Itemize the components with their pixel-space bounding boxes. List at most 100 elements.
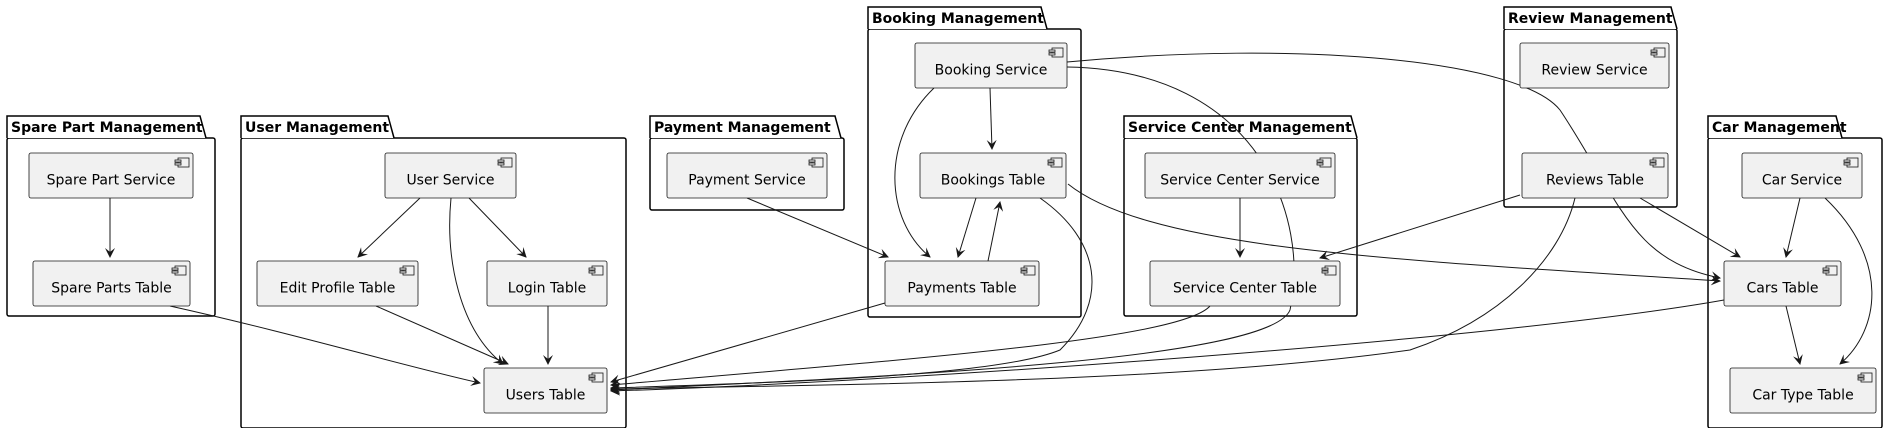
component-login-table[interactable]: Login Table — [486, 260, 608, 307]
component-label: Cars Table — [1746, 281, 1818, 297]
component-payment-service[interactable]: Payment Service — [666, 152, 828, 199]
component-box — [1149, 260, 1341, 307]
package-title: Payment Management — [654, 120, 831, 136]
component-label: Users Table — [506, 388, 586, 404]
component-cars-table[interactable]: Cars Table — [1723, 260, 1842, 307]
edges-layer — [105, 52, 1873, 396]
dependency-arrow-payments-table-to-bookings-table — [987, 201, 1004, 262]
component-label: Car Service — [1762, 173, 1842, 189]
component-bookings-table[interactable]: Bookings Table — [919, 152, 1067, 199]
component-icon — [174, 157, 190, 168]
dependency-arrow-reviews-table-to-cars-table — [1783, 197, 1801, 258]
component-icon — [1843, 157, 1859, 168]
component-icon — [588, 372, 604, 383]
dependency-arrow-spare-table-to-users-table — [169, 305, 481, 386]
component-label: Review Service — [1541, 63, 1647, 79]
dependency-arrow-bookings-table-to-users-table — [610, 197, 1093, 393]
component-box — [486, 260, 608, 307]
dependency-arrow-payment-service-to-payments-table — [746, 197, 889, 259]
component-payments-table[interactable]: Payments Table — [884, 260, 1040, 307]
package-tab — [1123, 115, 1358, 139]
component-label: Service Center Service — [1160, 173, 1320, 189]
package-tab — [649, 115, 842, 139]
dependency-arrow-sc-table-to-users-table — [610, 305, 1211, 390]
component-label: Payments Table — [907, 281, 1016, 297]
dependency-arrow-cars-table-to-car-type-table — [610, 299, 1725, 396]
component-review-service[interactable]: Review Service — [1519, 42, 1670, 89]
dependency-arrow-booking-service-to-bookings-table — [986, 87, 997, 150]
component-box — [1723, 260, 1842, 307]
component-icon — [171, 265, 187, 276]
dependency-arrow-user-service-to-edit-profile — [357, 197, 421, 258]
dependency-arrow-reviews-table-to-users-table — [1639, 197, 1741, 258]
component-reviews-table[interactable]: Reviews Table — [1521, 152, 1669, 199]
component-user-service[interactable]: User Service — [384, 152, 517, 199]
component-car-type-table[interactable]: Car Type Table — [1729, 367, 1877, 414]
package-title: Car Management — [1712, 120, 1847, 136]
package-tab — [240, 115, 395, 139]
component-icon — [1857, 372, 1873, 383]
package-user: User Management — [240, 115, 627, 428]
component-icon — [1316, 157, 1332, 168]
component-spare-service[interactable]: Spare Part Service — [28, 152, 194, 199]
component-edit-profile[interactable]: Edit Profile Table — [256, 260, 419, 307]
component-label: Spare Part Service — [47, 173, 176, 189]
dependency-arrow-booking-service-to-payments-table — [894, 87, 935, 258]
component-label: Car Type Table — [1752, 388, 1853, 404]
component-box — [28, 152, 194, 199]
dependency-arrow-user-service-to-login-table — [468, 197, 527, 258]
package-title: Spare Part Management — [11, 120, 203, 136]
package-title: Review Management — [1508, 11, 1673, 27]
dependency-arrow-bookings-table-to-cars-table — [1067, 183, 1721, 286]
dependency-arrow-bookings-table-to-payments-table — [955, 197, 977, 258]
component-box — [32, 260, 191, 307]
component-box — [1521, 152, 1669, 199]
component-label: User Service — [406, 173, 494, 189]
component-label: Edit Profile Table — [280, 281, 396, 297]
component-label: Booking Service — [935, 63, 1048, 79]
package-tab — [1503, 6, 1678, 30]
package-tab — [6, 115, 207, 139]
component-icon — [588, 265, 604, 276]
dependency-arrow-payments-table-to-users-table — [610, 302, 886, 385]
package-tab — [867, 6, 1048, 30]
component-box — [914, 42, 1068, 89]
component-sc-service[interactable]: Service Center Service — [1144, 152, 1336, 199]
component-icon — [1020, 265, 1036, 276]
component-icon — [497, 157, 513, 168]
component-box — [919, 152, 1067, 199]
component-icon — [808, 157, 824, 168]
component-box — [1729, 367, 1877, 414]
component-icon — [1047, 157, 1063, 168]
component-icon — [399, 265, 415, 276]
dependency-arrow-booking-service-to-cars-table — [1066, 52, 1721, 282]
component-label: Login Table — [508, 281, 586, 297]
component-icon — [1321, 265, 1337, 276]
component-icon — [1650, 47, 1666, 58]
component-box — [666, 152, 828, 199]
component-box — [384, 152, 517, 199]
component-icon — [1048, 47, 1064, 58]
component-label: Bookings Table — [941, 173, 1045, 189]
component-label: Payment Service — [688, 173, 805, 189]
component-label: Service Center Table — [1173, 281, 1317, 297]
component-sc-table[interactable]: Service Center Table — [1149, 260, 1341, 307]
component-users-table[interactable]: Users Table — [483, 367, 608, 414]
component-spare-table[interactable]: Spare Parts Table — [32, 260, 191, 307]
dependency-arrow-car-service-to-cars-table — [1824, 197, 1873, 365]
dependency-arrow-edit-profile-to-users-table — [375, 305, 509, 365]
component-box — [1144, 152, 1336, 199]
package-title: Booking Management — [872, 11, 1044, 27]
component-box — [256, 260, 419, 307]
dependency-arrow-review-service-to-reviews-table — [1319, 194, 1521, 261]
component-booking-service[interactable]: Booking Service — [914, 42, 1068, 89]
dependency-arrow-reviews-table-to-sc-table — [610, 197, 1576, 394]
component-box — [1741, 152, 1863, 199]
dependency-arrow-car-service-to-car-type-table — [1785, 305, 1803, 365]
dependency-arrow-user-service-to-users-table — [449, 197, 504, 365]
component-car-service[interactable]: Car Service — [1741, 152, 1863, 199]
component-label: Spare Parts Table — [51, 281, 171, 297]
component-box — [1519, 42, 1670, 89]
